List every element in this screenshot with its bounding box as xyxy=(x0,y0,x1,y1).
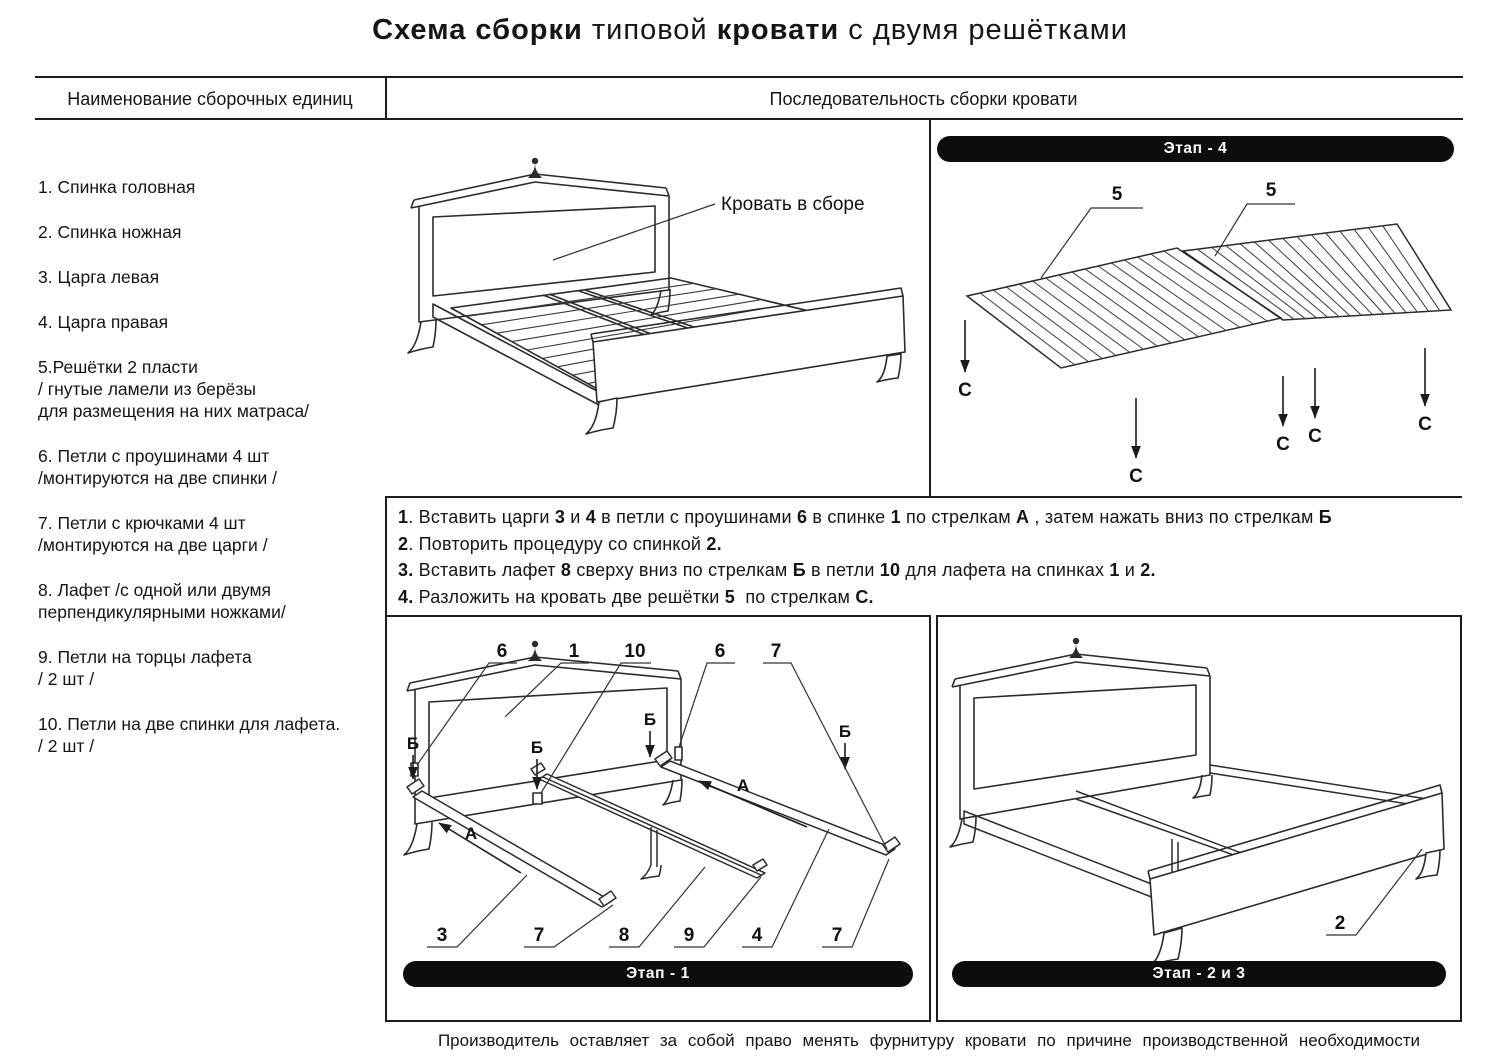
lattice-outlines xyxy=(965,223,1453,369)
stage4-panel: Этап - 4 5 5 С xyxy=(931,120,1462,498)
assembled-bed-drawing: Кровать в сборе xyxy=(407,157,906,435)
page-title: Схема сборки типовой кровати с двумя реш… xyxy=(0,14,1500,47)
part-item: 6. Петли с проушинами 4 шт /монтируются … xyxy=(38,446,278,488)
lattice1-slats xyxy=(979,250,1268,366)
instruction-line: 2. Повторить процедуру со спинкой 2. xyxy=(398,533,722,554)
stage4-leaders xyxy=(1040,203,1295,279)
arrow-b-label: Б xyxy=(644,710,656,729)
part8-label: 8 xyxy=(619,925,630,946)
part10-label: 10 xyxy=(624,641,645,662)
part-item: 4. Царга правая xyxy=(38,312,169,332)
instruction-line: 3. Вставить лафет 8 сверху вниз по стрел… xyxy=(398,560,1156,580)
part-item: 5.Решётки 2 пласти / гнутые ламели из бе… xyxy=(38,357,310,421)
part6-label: 6 xyxy=(497,641,508,662)
arrow-b-label: Б xyxy=(839,722,851,741)
assembled-bed-caption: Кровать в сборе xyxy=(721,194,865,215)
arrow-c-label: С xyxy=(1276,434,1290,455)
left-column-header: Наименование сборочных единиц xyxy=(67,89,353,109)
part7-label: 7 xyxy=(832,925,843,946)
arrow-a-label: А xyxy=(737,776,749,795)
part6-label: 6 xyxy=(715,641,726,662)
part-item: 1. Спинка головная xyxy=(38,177,196,197)
title-part-bold: кровати xyxy=(716,14,840,46)
title-part: типовой xyxy=(582,14,717,46)
stage1-leaders xyxy=(416,662,890,948)
part2-label: 2 xyxy=(1335,913,1346,934)
arrow-a-label: А xyxy=(465,824,477,843)
arrow-b-label: Б xyxy=(407,734,419,753)
stage4-banner: Этап - 4 xyxy=(937,136,1454,162)
part-item: 9. Петли на торцы лафета / 2 шт / xyxy=(38,647,252,689)
arrow-c-label: С xyxy=(1308,426,1322,447)
stage23-callout: 2 xyxy=(1326,848,1423,936)
right-column-header: Последовательность сборки кровати xyxy=(769,89,1078,109)
stage1-arrows xyxy=(408,731,850,874)
divider-under-title xyxy=(35,76,1463,78)
stage23-banner: Этап - 2 и 3 xyxy=(952,961,1446,987)
stage4-arrows-c xyxy=(960,320,1430,459)
bed-footboard xyxy=(585,287,906,435)
stage4-drawing: 5 5 С С С С С xyxy=(958,180,1453,487)
stage23-panel: Этап - 2 и 3 xyxy=(936,615,1462,1022)
stage23-drawing: 2 xyxy=(949,637,1445,966)
part5-label: 5 xyxy=(1266,180,1277,201)
part4-label: 4 xyxy=(752,925,763,946)
part9-label: 9 xyxy=(684,925,695,946)
stage23-headboard xyxy=(949,637,1213,848)
assembly-instructions: 1. Вставить царги 3 и 4 в петли с проуши… xyxy=(398,504,1460,610)
stage1-panel: Этап - 1 xyxy=(385,615,931,1022)
stage1-banner: Этап - 1 xyxy=(403,961,913,987)
part7-label: 7 xyxy=(534,925,545,946)
instruction-line: 1. Вставить царги 3 и 4 в петли с проуши… xyxy=(398,507,1332,527)
stage1-drawing: 6 1 10 6 7 Б Б Б Б А А 3 7 8 9 4 7 xyxy=(403,640,901,948)
part-item: 3. Царга левая xyxy=(38,267,160,287)
divider-under-headers xyxy=(35,118,1463,120)
assembled-bed-callout: Кровать в сборе xyxy=(552,194,865,261)
arrow-b-label: Б xyxy=(531,738,543,757)
part1-label: 1 xyxy=(569,641,580,662)
title-part: с двумя решётками xyxy=(839,14,1128,46)
manufacturer-note: Производитель оставляет за собой право м… xyxy=(437,1031,1421,1050)
arrow-c-label: С xyxy=(1418,414,1432,435)
arrow-c-label: С xyxy=(958,380,972,401)
part-item: 2. Спинка ножная xyxy=(38,222,182,242)
stage23-footboard xyxy=(1147,784,1445,966)
part-item: 8. Лафет /с одной или двумя перпендикуля… xyxy=(38,580,286,622)
title-part-bold: Схема сборки xyxy=(372,14,583,46)
assembled-bed-panel: Кровать в сборе xyxy=(385,120,931,498)
part5-label: 5 xyxy=(1112,184,1123,205)
part-item: 7. Петли с крючками 4 шт /монтируются на… xyxy=(38,513,268,555)
part-item: 10. Петли на две спинки для лафета. / 2 … xyxy=(38,714,341,756)
parts-list: 1. Спинка головная 2. Спинка ножная 3. Цар… xyxy=(38,176,382,780)
part7-label: 7 xyxy=(771,641,782,662)
arrow-c-label: С xyxy=(1129,466,1143,487)
stage1-parts xyxy=(406,750,901,908)
instruction-line: 4. Разложить на кровать две решётки 5 по… xyxy=(398,586,874,607)
column-divider xyxy=(385,76,387,1022)
part3-label: 3 xyxy=(437,925,448,946)
lattice2-slats xyxy=(1196,225,1441,320)
